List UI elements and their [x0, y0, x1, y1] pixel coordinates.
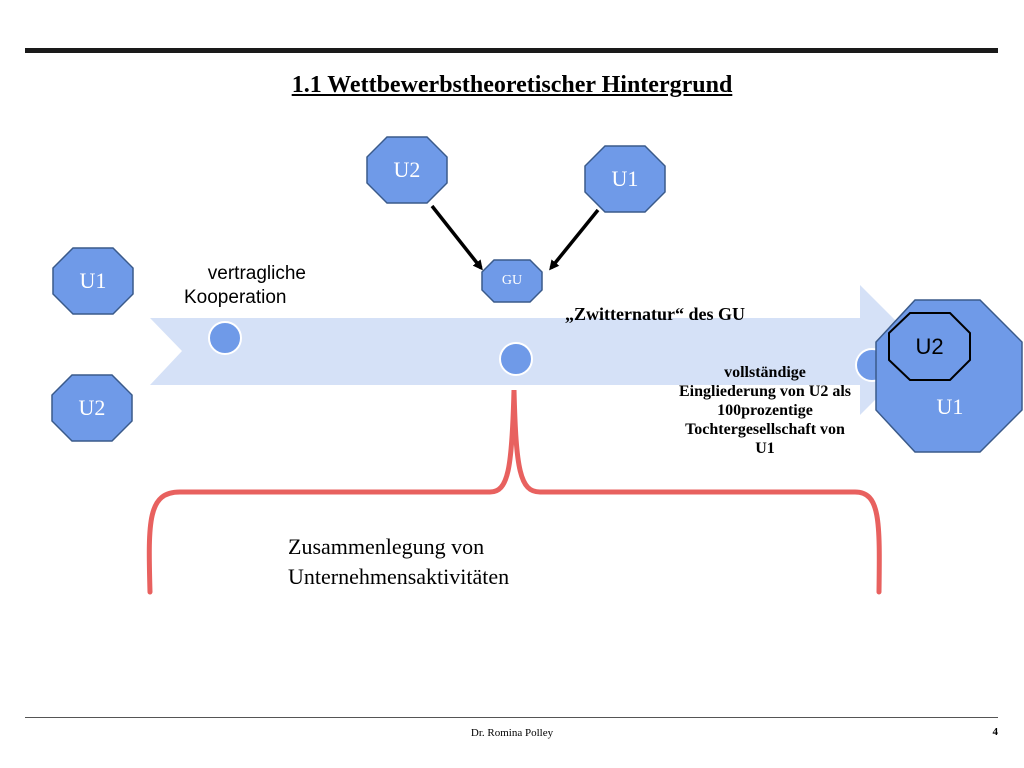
cooperation-label-line2: Kooperation: [184, 287, 287, 308]
red-brace: [146, 389, 882, 595]
node-u1-left-label: U1: [79, 268, 107, 293]
arrow-u1-to-gu: [549, 208, 600, 271]
slide-title: 1.1 Wettbewerbstheoretischer Hintergrund: [291, 72, 733, 98]
stage-dot-2: [499, 342, 533, 376]
node-gu: [481, 259, 543, 303]
node-u2-top-label: U2: [393, 157, 421, 182]
node-u1-top-label: U1: [611, 166, 639, 191]
node-u2-right-inner: [888, 312, 971, 381]
integration-label: vollständige Eingliederung von U2 als 10…: [645, 363, 885, 458]
node-u2-left-label: U2: [78, 395, 106, 420]
node-u2-top: [366, 136, 448, 204]
arrow-u2-to-gu: [430, 204, 483, 271]
integration-line-3: 100prozentige: [717, 402, 813, 419]
top-rule: [25, 48, 998, 53]
dual-nature-label: „Zwitternatur“ des GU: [565, 304, 745, 324]
node-u2-right-label: U2: [915, 334, 944, 359]
stage-dot-1: [208, 321, 242, 355]
node-u1-right-label: U1: [936, 394, 964, 419]
timeline-arrow-band: [150, 285, 925, 415]
integration-line-2: Eingliederung von U2 als: [678, 383, 852, 400]
integration-line-4: Tochtergesellschaft von: [685, 421, 845, 438]
node-u2-left: [51, 374, 133, 442]
brace-label: Zusammenlegung von Unternehmensaktivität…: [288, 532, 509, 592]
integration-line-5: U1: [755, 440, 775, 457]
brace-label-line1: Zusammenlegung von: [288, 534, 485, 559]
cooperation-label-line1: vertragliche: [207, 263, 306, 284]
node-u1-left: [52, 247, 134, 315]
footer-author: Dr. Romina Polley: [470, 727, 554, 739]
cooperation-label: vertragliche Kooperation: [180, 262, 310, 310]
node-u1-top: [584, 145, 666, 213]
integration-line-1: vollständige: [724, 364, 806, 381]
brace-label-line2: Unternehmensaktivitäten: [288, 564, 510, 589]
page-number: 4: [992, 726, 999, 738]
node-gu-label: GU: [501, 273, 523, 288]
bottom-rule: [25, 717, 998, 718]
